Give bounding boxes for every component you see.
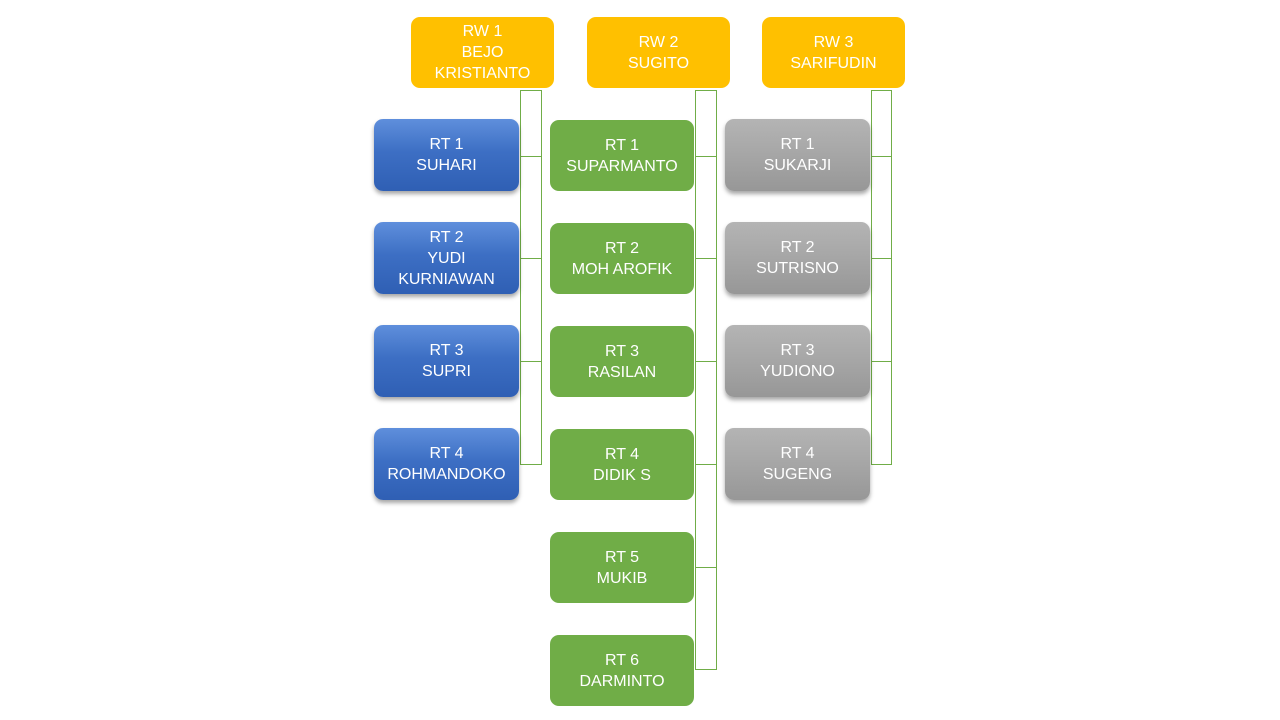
rw2-rt4-box: RT 4 DIDIK S — [550, 429, 694, 500]
rw1-rt3-box: RT 3 SUPRI — [374, 325, 519, 397]
rt-title: RT 5 — [604, 548, 640, 566]
rt-title: RT 2 — [780, 239, 815, 256]
rw3-name: SARIFUDIN — [790, 54, 877, 72]
rt-title: RT 3 — [429, 342, 464, 359]
rw3-rt3-box: RT 3 YUDIONO — [725, 325, 870, 397]
rw2-rt2-box: RT 2 MOH AROFIK — [550, 223, 694, 294]
rw3-box: RW 3 SARIFUDIN — [762, 17, 905, 88]
rt-name: DARMINTO — [579, 672, 665, 690]
rw3-title: RW 3 — [813, 33, 854, 51]
rw2-title: RW 2 — [638, 33, 679, 51]
rt-name: SUHARI — [416, 157, 477, 174]
rt-name: MOH AROFIK — [571, 260, 673, 278]
rt-name: YUDI KURNIAWAN — [398, 249, 495, 288]
rw2-rt5-box: RT 5 MUKIB — [550, 532, 694, 603]
rt-name: SUPRI — [422, 363, 471, 380]
rw1-rt2-box: RT 2 YUDI KURNIAWAN — [374, 222, 519, 294]
rt-name: RASILAN — [587, 363, 657, 381]
rt-title: RT 1 — [604, 136, 640, 154]
rt-name: DIDIK S — [593, 466, 651, 484]
rt-name: SUPARMANTO — [566, 157, 678, 175]
rw2-name: SUGITO — [627, 54, 690, 72]
rt-name: SUTRISNO — [756, 260, 839, 277]
rt-title: RT 3 — [604, 342, 640, 360]
rt-title: RT 4 — [780, 445, 815, 462]
rw2-box: RW 2 SUGITO — [587, 17, 730, 88]
rt-title: RT 2 — [604, 239, 640, 257]
rt-name: SUGENG — [762, 466, 833, 483]
rw2-rt3-box: RT 3 RASILAN — [550, 326, 694, 397]
rt-title: RT 2 — [429, 228, 464, 246]
rw1-name: BEJO KRISTIANTO — [434, 44, 531, 82]
rt-name: SUKARJI — [763, 157, 832, 174]
rw1-rt1-box: RT 1 SUHARI — [374, 119, 519, 191]
rt-title: RT 1 — [780, 136, 815, 153]
rt-title: RT 4 — [429, 445, 464, 462]
rw2-rt1-box: RT 1 SUPARMANTO — [550, 120, 694, 191]
rw3-rt2-box: RT 2 SUTRISNO — [725, 222, 870, 294]
rt-name: ROHMANDOKO — [387, 466, 506, 483]
rt-title: RT 6 — [604, 651, 640, 669]
rt-name: YUDIONO — [760, 363, 835, 380]
rt-title: RT 4 — [604, 445, 640, 463]
rw3-rt4-box: RT 4 SUGENG — [725, 428, 870, 500]
rw1-rt4-box: RT 4 ROHMANDOKO — [374, 428, 519, 500]
rt-name: MUKIB — [596, 569, 648, 587]
rw2-rt6-box: RT 6 DARMINTO — [550, 635, 694, 706]
rw1-box: RW 1 BEJO KRISTIANTO — [411, 17, 554, 88]
rt-title: RT 1 — [429, 136, 464, 153]
rw1-title: RW 1 — [462, 23, 503, 40]
rw3-rt1-box: RT 1 SUKARJI — [725, 119, 870, 191]
rt-title: RT 3 — [780, 342, 815, 359]
